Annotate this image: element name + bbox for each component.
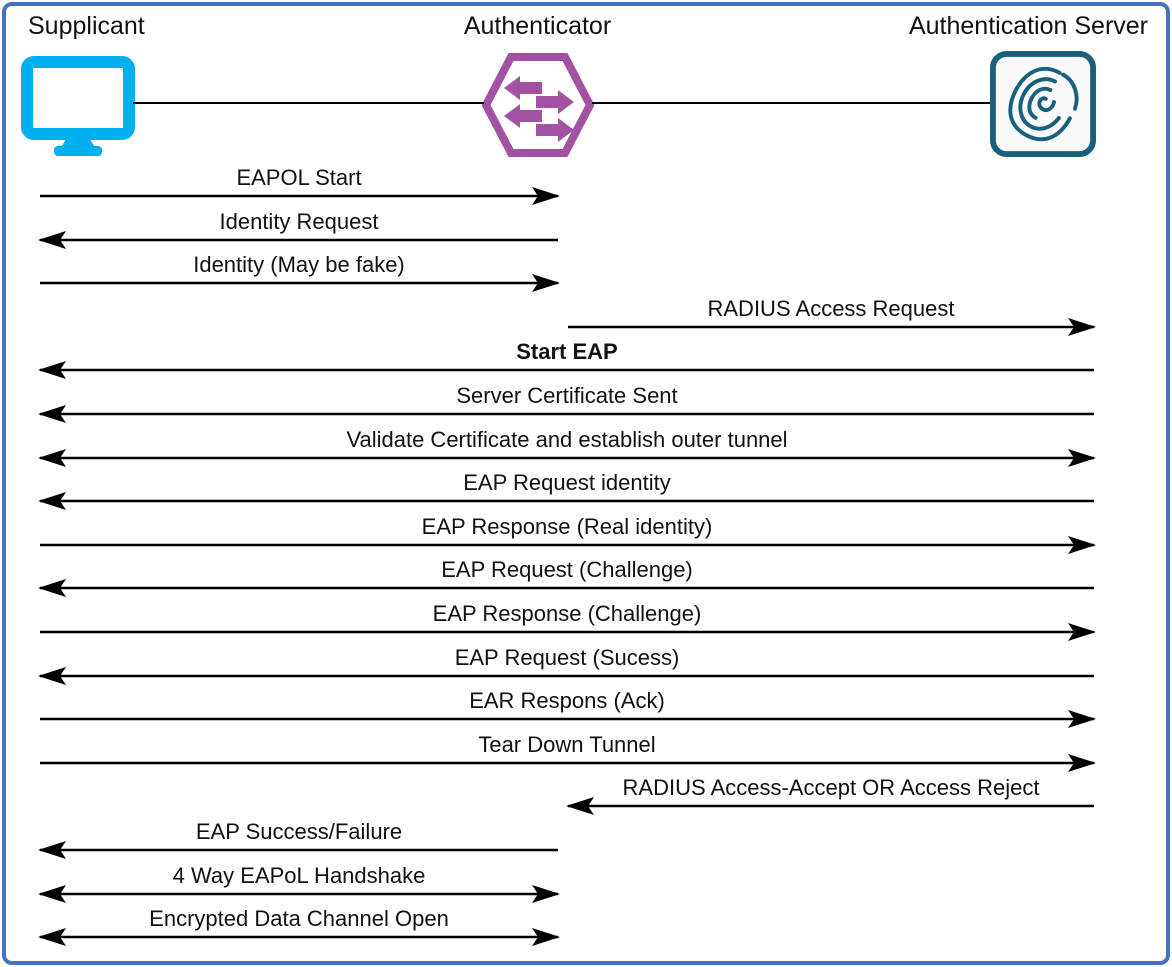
message-arrow <box>38 841 558 859</box>
message-arrow <box>38 492 1094 510</box>
message-label: Tear Down Tunnel <box>478 732 656 757</box>
message-arrow <box>38 579 1094 597</box>
actor-label-authentication-server: Authentication Server <box>908 12 1148 40</box>
actor-label-authenticator: Authenticator <box>463 12 612 40</box>
message-arrow <box>40 754 1096 772</box>
message-label: Server Certificate Sent <box>456 383 678 408</box>
message-label: EAP Response (Real identity) <box>421 514 713 539</box>
connector-line-supplicant-authenticator <box>133 102 484 104</box>
message-label: EAP Request (Challenge) <box>441 557 693 582</box>
message-label: Start EAP <box>516 339 618 364</box>
message-label: RADIUS Access-Accept OR Access Reject <box>622 775 1040 800</box>
message-label: EAP Response (Challenge) <box>432 601 702 626</box>
message-arrow <box>38 667 1094 685</box>
message-arrow <box>40 536 1096 554</box>
message-label: EAP Success/Failure <box>195 819 403 844</box>
message-arrow <box>38 361 1094 379</box>
message-arrow <box>568 318 1096 336</box>
message-label: Encrypted Data Channel Open <box>149 906 449 931</box>
fingerprint-icon <box>989 50 1097 158</box>
message-label: RADIUS Access Request <box>707 296 955 321</box>
message-arrow <box>40 710 1096 728</box>
message-arrow <box>566 797 1094 815</box>
actor-label-supplicant: Supplicant <box>28 12 145 40</box>
monitor-icon <box>21 56 135 156</box>
message-label: EAR Respons (Ack) <box>469 688 665 713</box>
message-label: EAP Request (Sucess) <box>454 645 680 670</box>
message-label: Identity (May be fake) <box>193 252 405 277</box>
message-arrow <box>38 449 1096 467</box>
message-arrow <box>38 231 558 249</box>
message-label: EAP Request identity <box>463 470 671 495</box>
message-arrow <box>38 885 560 903</box>
message-arrow <box>38 405 1094 423</box>
connector-line-authenticator-server <box>592 102 990 104</box>
switch-icon <box>482 53 594 157</box>
message-label: Identity Request <box>219 209 379 234</box>
message-arrow <box>40 187 560 205</box>
message-label: EAPOL Start <box>236 165 362 190</box>
message-label: Validate Certificate and establish outer… <box>346 427 788 452</box>
message-arrow <box>38 928 560 946</box>
message-label: 4 Way EAPoL Handshake <box>172 863 426 888</box>
message-arrow <box>40 623 1096 641</box>
message-arrow <box>40 274 560 292</box>
